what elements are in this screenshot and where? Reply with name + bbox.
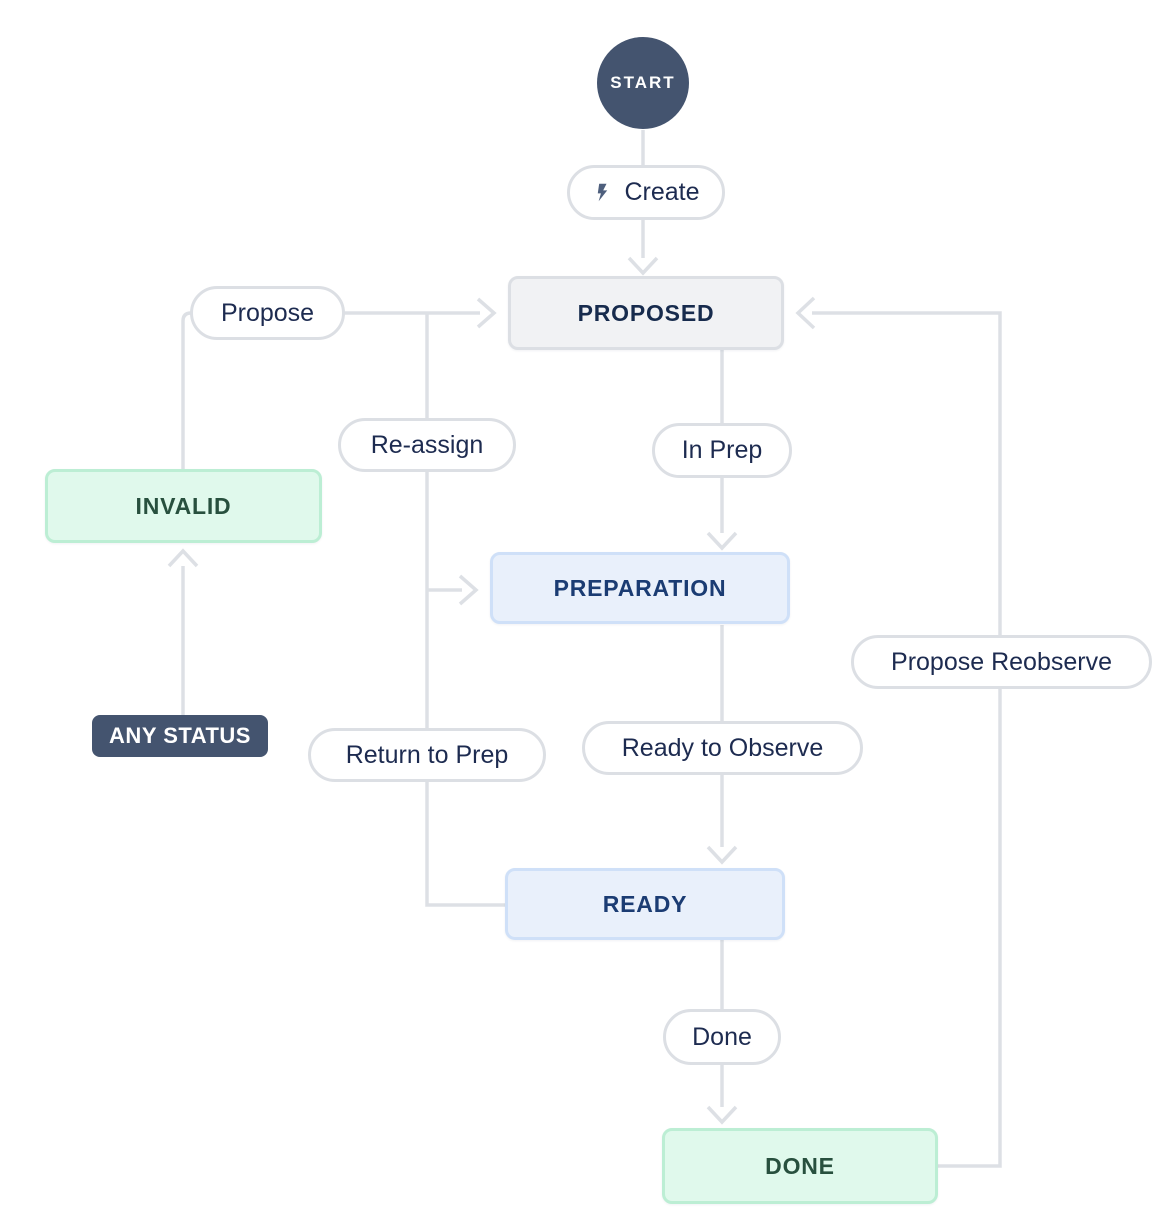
arrowhead-down-ready xyxy=(706,845,738,865)
transition-label: Create xyxy=(624,178,700,206)
transition-label: Re-assign xyxy=(370,430,484,459)
arrowhead-right-preparation xyxy=(458,574,479,606)
transition-propose-reobserve[interactable]: Propose Reobserve xyxy=(851,635,1152,689)
arrowhead-left-proposed xyxy=(795,296,816,330)
status-label: INVALID xyxy=(135,492,232,519)
any-status-badge[interactable]: ANY STATUS xyxy=(92,715,268,757)
arrowhead-down-done xyxy=(706,1105,738,1125)
transition-ready-to-observe[interactable]: Ready to Observe xyxy=(582,721,863,775)
any-status-label: ANY STATUS xyxy=(109,723,251,748)
transition-create[interactable]: Create xyxy=(567,165,725,220)
status-label: READY xyxy=(602,890,688,917)
status-label: PROPOSED xyxy=(577,299,715,326)
transition-label: Propose xyxy=(220,298,315,327)
transition-in-prep[interactable]: In Prep xyxy=(652,423,792,478)
status-proposed[interactable]: PROPOSED xyxy=(508,276,784,350)
connector-done-to-proposed xyxy=(812,311,1002,1168)
arrowhead-up-invalid xyxy=(167,548,199,568)
transition-label: Done xyxy=(692,1022,752,1051)
transition-label: Propose Reobserve xyxy=(891,647,1112,676)
transition-label: In Prep xyxy=(681,436,763,464)
arrowhead-down-proposed xyxy=(627,256,659,276)
status-label: DONE xyxy=(765,1152,835,1179)
connector-ready-rail xyxy=(425,313,505,907)
transition-label: Ready to Observe xyxy=(621,733,824,762)
transition-reassign[interactable]: Re-assign xyxy=(338,418,516,472)
status-done[interactable]: DONE xyxy=(662,1128,938,1204)
status-preparation[interactable]: PREPARATION xyxy=(490,552,790,624)
transition-done[interactable]: Done xyxy=(663,1009,781,1065)
status-invalid[interactable]: INVALID xyxy=(45,469,322,543)
transition-return-to-prep[interactable]: Return to Prep xyxy=(308,728,546,782)
lightning-bolt-icon xyxy=(598,183,608,202)
arrowhead-down-preparation xyxy=(706,531,738,551)
start-node[interactable]: START xyxy=(597,37,689,129)
start-label: START xyxy=(610,73,676,92)
status-ready[interactable]: READY xyxy=(505,868,785,940)
transition-label: Return to Prep xyxy=(345,740,509,769)
status-label: PREPARATION xyxy=(553,574,727,601)
arrowhead-right-proposed xyxy=(476,297,497,329)
transition-propose[interactable]: Propose xyxy=(190,286,345,340)
